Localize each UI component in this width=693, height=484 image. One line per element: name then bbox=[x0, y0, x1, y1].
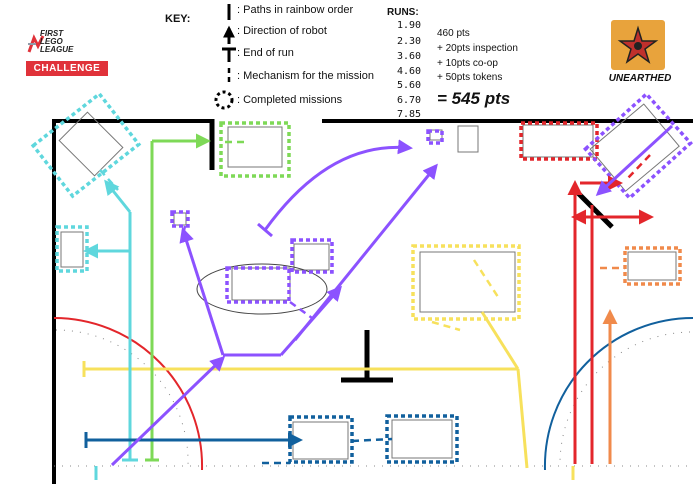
mechanism-lines bbox=[99, 140, 651, 465]
blue-home-arc bbox=[543, 317, 693, 471]
run-7: 7.85 bbox=[397, 109, 422, 120]
key-label-paths: : Paths in rainbow order bbox=[237, 4, 354, 16]
fll-logo-icon bbox=[27, 34, 45, 53]
run-2: 2.30 bbox=[397, 36, 422, 47]
runs-title: RUNS: bbox=[387, 7, 419, 18]
run-6-blue-path bbox=[84, 432, 303, 448]
key-title: KEY: bbox=[165, 13, 191, 25]
key-label-mechanism: : Mechanism for the mission bbox=[237, 70, 374, 82]
challenge-badge: CHALLENGE bbox=[26, 61, 108, 76]
field-border bbox=[52, 119, 693, 484]
unearthed-logo: UNEARTHED bbox=[600, 20, 680, 95]
logo-line-1: FIRST bbox=[40, 29, 64, 38]
end-bar-icon bbox=[222, 47, 236, 62]
run-3: 3.60 bbox=[397, 51, 422, 62]
run-4: 4.60 bbox=[397, 66, 422, 77]
score-coop: + 10pts co-op bbox=[437, 58, 498, 69]
left-tick-arc bbox=[55, 329, 189, 467]
run-6: 6.70 bbox=[397, 95, 422, 106]
fll-challenge-logo: FIRST LEGO LEAGUE CHALLENGE bbox=[26, 30, 114, 78]
run-4-green-path bbox=[145, 133, 211, 462]
run-5: 5.60 bbox=[397, 80, 422, 91]
red-home-arc bbox=[53, 317, 204, 471]
logo-line-2: LEGO bbox=[40, 37, 63, 46]
dotted-circle-icon bbox=[214, 90, 234, 110]
run-5-cyan-path bbox=[83, 179, 138, 462]
run-3-yellow-path bbox=[82, 311, 529, 469]
unearthed-emblem-icon bbox=[611, 20, 665, 70]
key-label-direction: : Direction of robot bbox=[237, 25, 327, 37]
key-label-completed: : Completed missions bbox=[237, 94, 343, 106]
completed-missions bbox=[30, 91, 693, 464]
fll-logo-text: FIRST LEGO LEAGUE bbox=[40, 30, 73, 54]
run-7-purple-path bbox=[110, 124, 674, 467]
key-label-end: : End of run bbox=[237, 47, 294, 59]
right-tick-arc bbox=[559, 331, 691, 467]
logo-line-3: LEAGUE bbox=[40, 45, 74, 54]
unearthed-text: UNEARTHED bbox=[608, 73, 672, 84]
score-total: = 545 pts bbox=[437, 89, 511, 108]
score-inspection: + 20pts inspection bbox=[437, 43, 518, 54]
black-end-marker bbox=[341, 330, 393, 383]
run-1: 1.90 bbox=[397, 20, 422, 31]
score-base: 460 pts bbox=[437, 28, 470, 39]
score-tokens: + 50pts tokens bbox=[437, 72, 503, 83]
